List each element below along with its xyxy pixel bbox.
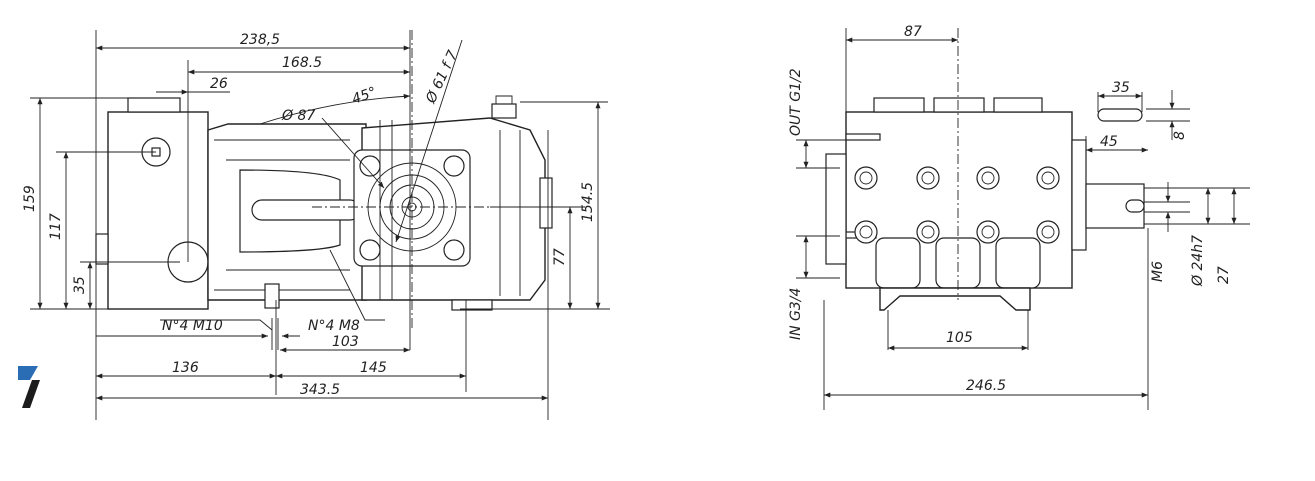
right-cover <box>1071 139 1087 251</box>
side-view: 238,5 168.5 26 45° Ø 87 Ø 61 f 7 159 117… <box>22 30 610 420</box>
brand-logo <box>18 366 40 408</box>
head-nut-top <box>127 97 181 113</box>
mount-base <box>879 287 1031 311</box>
dim-343: 343.5 <box>300 382 340 398</box>
dim-key-35: 35 <box>1112 80 1130 96</box>
connecting-slot <box>251 199 361 221</box>
label-in-port: IN G3/4 <box>788 288 804 340</box>
dim-154: 154.5 <box>580 182 596 222</box>
front-view: 87 OUT G1/2 IN G3/4 35 8 45 M6 Ø 24h7 27… <box>788 24 1250 410</box>
mount-foot-right <box>451 299 493 311</box>
dim-phi61: Ø 61 f 7 <box>423 48 462 107</box>
label-out-port: OUT G1/2 <box>788 68 804 136</box>
left-cover <box>825 153 847 265</box>
label-m10: N°4 M10 <box>162 318 223 334</box>
dim-168: 168.5 <box>282 55 322 71</box>
dim-35: 35 <box>72 276 88 294</box>
dim-246: 246.5 <box>966 378 1006 394</box>
dim-145: 145 <box>360 360 387 376</box>
outlet-thread <box>845 133 881 141</box>
dim-phi87: Ø 87 <box>281 108 315 124</box>
head-side-fitting <box>95 233 109 265</box>
dim-105: 105 <box>946 330 973 346</box>
dim-45: 45 <box>1100 134 1118 150</box>
shaft-end-side <box>539 177 553 229</box>
dim-103: 103 <box>332 334 359 350</box>
dim-87: 87 <box>904 24 922 40</box>
mount-foot-left <box>264 283 280 309</box>
dim-136: 136 <box>172 360 199 376</box>
dim-238: 238,5 <box>240 32 280 48</box>
dim-77: 77 <box>552 248 568 266</box>
plunger-bolts <box>854 166 1060 244</box>
dim-45deg: 45° <box>350 84 379 108</box>
dim-159: 159 <box>22 185 38 212</box>
keyway-detail <box>1097 108 1143 122</box>
label-m6: M6 <box>1150 261 1166 282</box>
dim-117: 117 <box>48 213 64 240</box>
dim-phi24: Ø 24h7 <box>1190 235 1206 287</box>
dim-key-8: 8 <box>1172 131 1188 140</box>
dim-27: 27 <box>1216 266 1232 284</box>
label-m8: N°4 M8 <box>308 318 360 334</box>
dim-26: 26 <box>210 76 228 92</box>
oil-cap <box>491 103 517 119</box>
